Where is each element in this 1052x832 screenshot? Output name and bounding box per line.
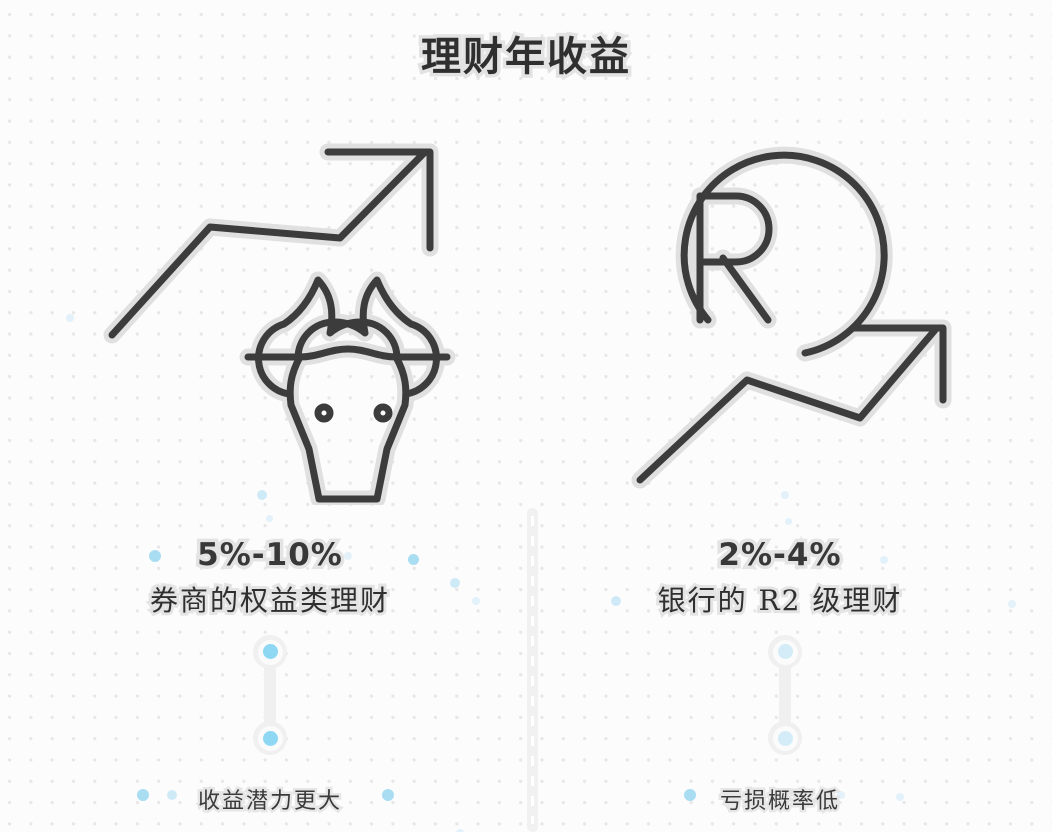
column-divider bbox=[527, 508, 538, 832]
slider-dot-top bbox=[263, 644, 278, 659]
slider-dot-bottom bbox=[778, 731, 793, 746]
r-rating-trend-icon bbox=[605, 135, 985, 510]
slider-track bbox=[779, 649, 791, 741]
column-text-brokerage: 5%-10% 券商的权益类理财 bbox=[55, 534, 485, 620]
connector-slider-bank[interactable] bbox=[768, 635, 802, 755]
rate-description-bank: 银行的 R2 级理财 bbox=[655, 581, 904, 620]
connector-slider-brokerage[interactable] bbox=[253, 635, 287, 755]
rate-value-brokerage: 5%-10% bbox=[194, 534, 346, 577]
bull-trend-icon bbox=[95, 135, 465, 510]
column-text-bank: 2%-4% 银行的 R2 级理财 bbox=[565, 534, 995, 620]
caption-bank: 亏损概率低 bbox=[717, 787, 840, 817]
caption-brokerage: 收益潜力更大 bbox=[195, 787, 342, 817]
accent-dot bbox=[784, 517, 792, 525]
slider-dot-top bbox=[778, 644, 793, 659]
rate-description-brokerage: 券商的权益类理财 bbox=[147, 581, 391, 620]
accent-dot bbox=[265, 514, 273, 522]
slider-track bbox=[264, 649, 276, 741]
accent-dot bbox=[1008, 600, 1016, 608]
accent-dot bbox=[66, 314, 74, 322]
rate-value-bank: 2%-4% bbox=[715, 534, 844, 577]
slider-dot-bottom bbox=[263, 731, 278, 746]
page-title: 理财年收益 bbox=[418, 30, 633, 84]
